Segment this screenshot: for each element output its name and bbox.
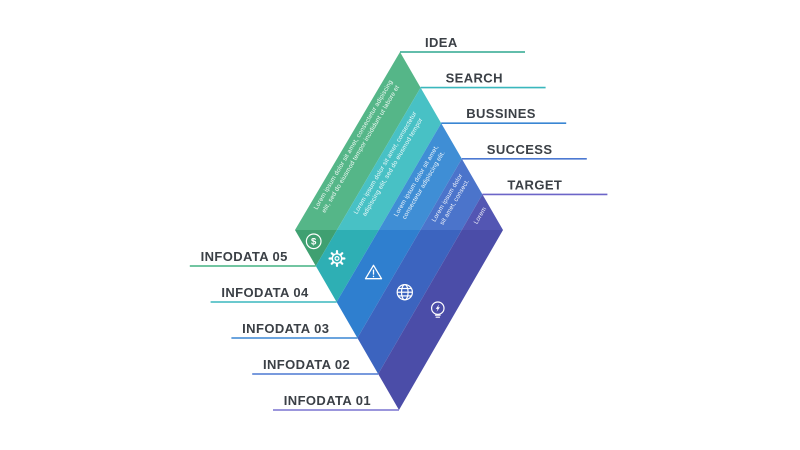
callout-infodata-02: INFODATA 02 xyxy=(252,357,379,375)
bottom-callouts: INFODATA 05 INFODATA 04 INFODATA 03 INFO… xyxy=(189,249,399,411)
callout-infodata-03: INFODATA 03 xyxy=(231,321,358,339)
callout-success: SUCCESS xyxy=(461,142,587,160)
callout-success-label: SUCCESS xyxy=(487,142,553,157)
callout-infodata-02-label: INFODATA 02 xyxy=(263,357,350,372)
callout-infodata-04: INFODATA 04 xyxy=(210,285,337,303)
band-3-lower xyxy=(336,230,421,338)
callout-idea-label: IDEA xyxy=(425,35,458,50)
callout-target: TARGET xyxy=(482,177,608,196)
callout-infodata-05: INFODATA 05 xyxy=(189,249,316,267)
gear-icon-teeth xyxy=(328,250,346,267)
band-1-upper xyxy=(295,52,421,230)
band-2-lower xyxy=(315,230,379,302)
globe-icon xyxy=(396,284,413,301)
callout-infodata-04-label: INFODATA 04 xyxy=(221,285,309,300)
callout-infodata-05-label: INFODATA 05 xyxy=(201,249,288,264)
band-5-lower xyxy=(378,230,503,410)
dollar-icon-circle xyxy=(305,233,322,250)
callout-infodata-03-label: INFODATA 03 xyxy=(242,321,329,336)
callout-search: SEARCH xyxy=(420,71,546,89)
gear-icon-body xyxy=(331,253,343,264)
band-4-upper xyxy=(420,158,483,230)
warning-icon-triangle xyxy=(364,264,383,280)
warning-icon xyxy=(364,264,383,280)
diamond-shape xyxy=(295,52,503,410)
callout-bussines: BUSSINES xyxy=(441,106,567,124)
dollar-icon-glyph: $ xyxy=(311,237,317,248)
callout-bussines-label: BUSSINES xyxy=(466,106,536,121)
lightbulb-icon-bulb xyxy=(430,301,445,315)
band-2-upper xyxy=(336,87,442,230)
callout-idea: IDEA xyxy=(400,35,525,53)
lightbulb-icon-bolt xyxy=(435,304,440,312)
callout-infodata-01: INFODATA 01 xyxy=(273,393,399,411)
top-callouts: IDEA SEARCH BUSSINES SUCCESS TARGET xyxy=(400,35,608,196)
band-5-upper xyxy=(461,194,503,230)
lightbulb-bolt-icon xyxy=(430,301,445,318)
dollar-icon: $ xyxy=(305,233,322,250)
callout-infodata-01-label: INFODATA 01 xyxy=(284,393,371,408)
callout-search-label: SEARCH xyxy=(446,71,503,86)
callout-target-label: TARGET xyxy=(507,177,562,192)
band-3-upper xyxy=(378,123,462,230)
band-4-lower xyxy=(357,230,462,374)
gear-icon xyxy=(328,250,346,267)
band-icons: $ xyxy=(305,233,445,318)
gear-icon-hole xyxy=(334,256,340,261)
